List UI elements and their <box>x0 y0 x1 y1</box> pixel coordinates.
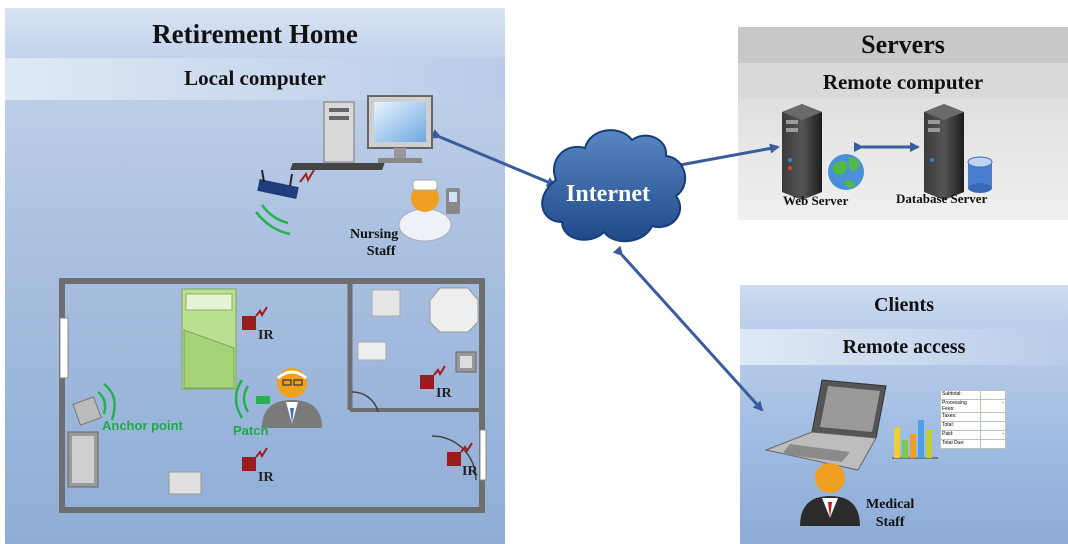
laptop-icon <box>764 379 887 471</box>
nursing-staff-label: Nursing Staff <box>350 226 398 260</box>
bill-row: Paid:- <box>940 430 1006 440</box>
resident-icon <box>262 368 322 428</box>
medical-label-line1: Medical <box>866 497 915 512</box>
web-server-label: Web Server <box>783 193 849 208</box>
bill-row: Total Due: <box>940 439 1006 449</box>
bill-row-label: Processing Fees: <box>940 399 981 413</box>
remote-computer-title: Remote computer <box>738 65 1068 99</box>
clients-title: Clients <box>740 285 1068 323</box>
bill-row-value <box>980 439 1006 449</box>
desktop-computer-icon <box>290 95 433 170</box>
ir-label-2: IR <box>436 386 452 401</box>
nursing-label-line1: Nursing <box>350 227 399 242</box>
bar-chart-icon <box>892 420 938 459</box>
retirement-home-title: Retirement Home <box>5 8 505 56</box>
bill-row-value <box>980 390 1006 400</box>
anchor-point-label: Anchor point <box>102 418 183 433</box>
internet-label: Internet <box>566 181 650 207</box>
ir-sensor-icons <box>242 306 473 471</box>
local-computer-title: Local computer <box>5 58 505 100</box>
bill-row-label: Taxes: <box>940 412 981 422</box>
bill-row: Processing Fees:- <box>940 399 1006 413</box>
nursing-label-line2: Staff <box>366 244 396 259</box>
bill-row-value <box>980 421 1006 431</box>
bill-row-value <box>980 412 1006 422</box>
database-server-icon <box>924 104 993 200</box>
arrow-internet-clients <box>612 245 764 412</box>
billing-table: Subtotal: Processing Fees:- Taxes: Total… <box>940 390 1006 449</box>
bill-row-label: Total: <box>940 421 981 431</box>
medical-staff-icon <box>800 463 860 526</box>
bill-row: Total: <box>940 421 1006 431</box>
bill-row-label: Paid: <box>940 430 981 440</box>
nurse-icon <box>398 179 460 242</box>
ir-label-1: IR <box>258 328 274 343</box>
connection-arrows <box>430 129 920 412</box>
bill-row: Taxes: <box>940 412 1006 422</box>
arrow-local-internet <box>430 129 557 187</box>
bill-row-value: - <box>980 430 1006 440</box>
patch-label: Patch <box>233 423 269 438</box>
ir-label-3: IR <box>258 470 274 485</box>
room-floor-plan <box>59 278 487 513</box>
ir-label-4: IR <box>462 464 478 479</box>
servers-title: Servers <box>738 27 1068 63</box>
bill-row: Subtotal: <box>940 390 1006 400</box>
bill-row-label: Total Due: <box>940 439 981 449</box>
medical-label-line2: Staff <box>875 515 905 530</box>
bill-row-value: - <box>980 399 1006 413</box>
wireless-router-icon <box>255 169 315 236</box>
remote-access-title: Remote access <box>740 329 1068 365</box>
medical-staff-label: Medical Staff <box>866 496 914 532</box>
database-server-label: Database Server <box>896 191 988 206</box>
clients-panel: Clients Remote access <box>740 285 1068 544</box>
internet-cloud-icon <box>541 129 686 243</box>
arrow-internet-servers <box>671 143 780 172</box>
web-server-icon <box>782 104 864 200</box>
bill-row-label: Subtotal: <box>940 390 981 400</box>
